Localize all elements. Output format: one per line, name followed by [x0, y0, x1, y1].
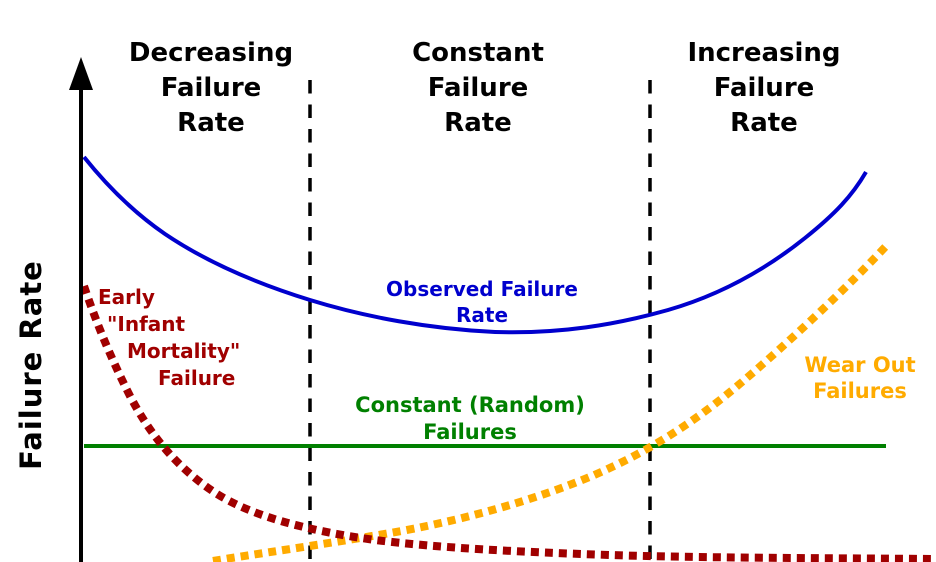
region-title-constant: Constant Failure Rate — [353, 36, 603, 141]
region-title-line: Constant — [412, 38, 544, 68]
early-failure-curve — [80, 284, 935, 562]
observed-failure-curve — [82, 155, 868, 335]
early-failure-label-line: "Infant — [107, 312, 186, 336]
observed-failure-label-line: Observed Failure — [386, 277, 578, 301]
wear-out-label: Wear Out Failures — [780, 352, 936, 404]
early-failure-label: Early "Infant Mortality" Failure — [98, 284, 240, 392]
region-title-decreasing: Decreasing Failure Rate — [86, 36, 336, 141]
y-axis-arrow-icon — [69, 57, 93, 90]
region-title-increasing: Increasing Failure Rate — [639, 36, 889, 141]
wear-out-curve — [212, 241, 891, 562]
early-failure-label-line: Failure — [158, 366, 236, 390]
region-title-line: Decreasing — [128, 38, 294, 68]
constant-failure-label-line: Constant (Random) — [355, 393, 585, 417]
region-title-line: Failure — [713, 73, 815, 103]
wear-out-label-line: Failures — [813, 379, 907, 403]
region-title-line: Rate — [444, 108, 512, 138]
wear-out-label-line: Wear Out — [804, 353, 916, 377]
region-title-line: Rate — [177, 108, 245, 138]
observed-failure-label-line: Rate — [455, 303, 509, 327]
early-failure-label-line: Early — [98, 285, 155, 309]
early-failure-label-line: Mortality" — [127, 339, 241, 363]
constant-failure-label-line: Failures — [423, 420, 517, 444]
observed-failure-label: Observed Failure Rate — [357, 276, 607, 328]
constant-failure-label: Constant (Random) Failures — [345, 392, 595, 446]
region-title-line: Failure — [427, 73, 529, 103]
region-title-line: Increasing — [687, 38, 841, 68]
region-title-line: Failure — [160, 73, 262, 103]
y-axis-label: Failure Rate — [14, 260, 48, 470]
region-title-line: Rate — [730, 108, 798, 138]
